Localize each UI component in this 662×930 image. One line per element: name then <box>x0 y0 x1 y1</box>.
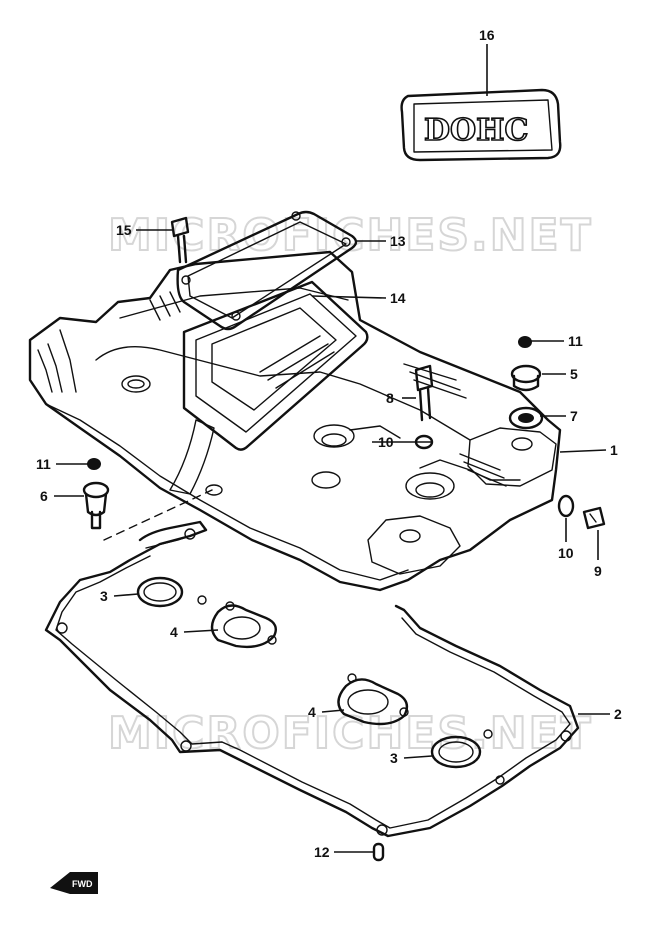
leader-lines <box>54 44 610 853</box>
head-cover-gasket <box>44 520 580 838</box>
callout-5: 5 <box>570 366 578 382</box>
emblem-plate: DOHC <box>400 88 562 162</box>
callout-6: 6 <box>40 488 48 504</box>
callouts: 16 15 13 14 11 5 8 7 10 1 11 6 10 9 3 4 … <box>36 27 622 860</box>
callout-10-right: 10 <box>558 545 574 561</box>
cap-11-left <box>87 458 101 470</box>
seal-7 <box>508 406 544 430</box>
callout-7: 7 <box>570 408 578 424</box>
callout-3-top: 3 <box>100 588 108 604</box>
callout-8: 8 <box>386 390 394 406</box>
callout-3-bottom: 3 <box>390 750 398 766</box>
bolt-15 <box>170 216 190 264</box>
callout-1: 1 <box>610 442 618 458</box>
cap-11-right <box>518 336 532 348</box>
fwd-arrow: FWD <box>50 872 98 894</box>
callout-16: 16 <box>479 27 495 43</box>
plug-gasket-3-bottom <box>430 729 493 769</box>
callout-2: 2 <box>614 706 622 722</box>
callout-15: 15 <box>116 222 132 238</box>
callout-11-left: 11 <box>36 456 51 472</box>
plug-12 <box>372 842 385 862</box>
callout-9: 9 <box>594 563 602 579</box>
callout-10-top: 10 <box>378 434 394 450</box>
grommet-5 <box>510 364 542 392</box>
washer-10-right <box>557 494 575 518</box>
plug-gasket-4-bottom <box>337 673 409 726</box>
callout-14: 14 <box>390 290 406 306</box>
plug-gasket-4-top <box>210 601 277 649</box>
bolt-9 <box>582 506 606 530</box>
grommet-6 <box>82 481 110 530</box>
callout-11-right: 11 <box>568 333 583 349</box>
callout-13: 13 <box>390 233 406 249</box>
callout-12: 12 <box>314 844 330 860</box>
callout-4-bottom: 4 <box>308 704 316 720</box>
fwd-label: FWD <box>72 879 93 889</box>
breather-plate <box>169 280 369 495</box>
callout-4-top: 4 <box>170 624 178 640</box>
plug-gasket-3-top <box>136 576 207 608</box>
emblem-text: DOHC <box>424 113 528 148</box>
bolt-8 <box>414 364 434 422</box>
head-cover <box>28 250 562 592</box>
